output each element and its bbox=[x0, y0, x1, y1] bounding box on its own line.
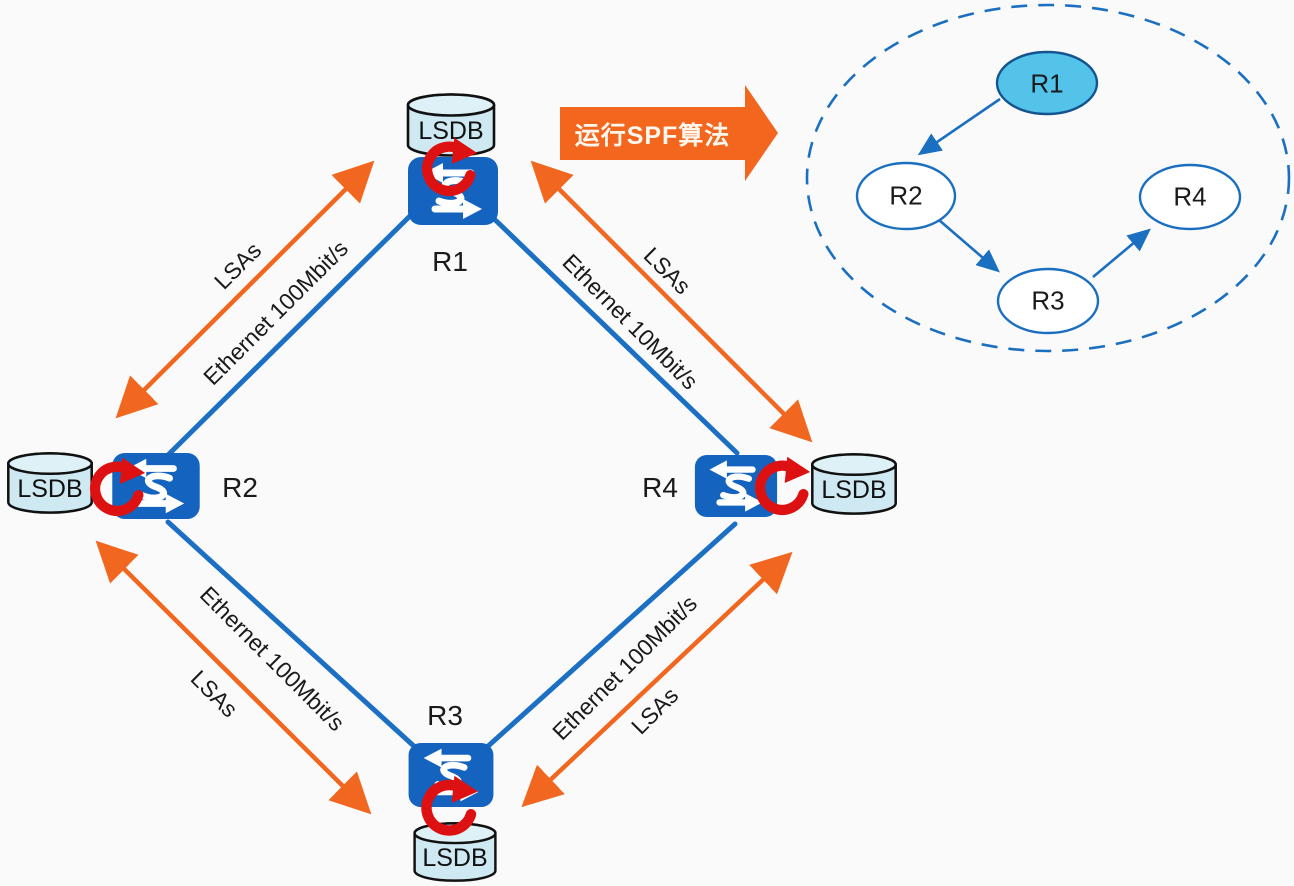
spf-banner-label: 运行SPF算法 bbox=[574, 121, 731, 150]
sync-arrows-icon bbox=[421, 775, 478, 836]
lsdb-database-icon: LSDB bbox=[808, 452, 900, 516]
link-line-r1-r2 bbox=[163, 209, 417, 460]
sync-arrows-icon bbox=[422, 137, 478, 196]
lsdb-database-icon: LSDB bbox=[408, 821, 502, 883]
spf-tree-edge-r2-r3 bbox=[938, 219, 1000, 273]
spf-tree-node-label-r2: R2 bbox=[889, 180, 923, 211]
router-label-r4: R4 bbox=[642, 472, 678, 503]
spf-tree-node-r4 bbox=[1138, 163, 1242, 231]
spf-tree-edge-r3-r4 bbox=[1092, 228, 1151, 278]
spf-banner-arrow bbox=[560, 85, 778, 181]
lsdb-label: LSDB bbox=[418, 117, 484, 146]
router-icon bbox=[694, 454, 778, 518]
spf-tree-node-r1 bbox=[995, 50, 1099, 116]
spf-tree-node-r3 bbox=[996, 267, 1100, 335]
router-label-r2: R2 bbox=[222, 472, 258, 503]
sync-arrows-icon bbox=[755, 456, 811, 515]
spf-tree-edge-r1-r2 bbox=[917, 97, 1001, 156]
spf-tree-node-label-r3: R3 bbox=[1031, 285, 1065, 316]
spf-tree-node-r2 bbox=[855, 161, 957, 231]
lsa-arrow-r3-r4 bbox=[521, 551, 793, 808]
lsdb-database-icon: LSDB bbox=[5, 451, 95, 515]
lsa-arrow-r1-r4 bbox=[530, 160, 813, 443]
lsdb-database-icon: LSDB bbox=[405, 92, 497, 158]
link-line-r2-r3 bbox=[165, 519, 419, 751]
router-label-r3: R3 bbox=[427, 700, 463, 731]
lsdb-label: LSDB bbox=[422, 843, 488, 872]
link-line-r3-r4 bbox=[483, 521, 738, 751]
sync-arrows-icon bbox=[90, 457, 146, 516]
spf-tree-node-label-r1: R1 bbox=[1030, 68, 1064, 99]
router-label-r1: R1 bbox=[432, 246, 468, 277]
lsdb-label: LSDB bbox=[17, 474, 83, 503]
spf-tree-boundary bbox=[805, 3, 1291, 353]
lsa-arrow-r2-r3 bbox=[95, 540, 372, 815]
spf-tree-node-label-r4: R4 bbox=[1173, 181, 1207, 212]
lsdb-label: LSDB bbox=[821, 475, 887, 504]
lsa-arrow-r1-r2 bbox=[115, 160, 375, 419]
